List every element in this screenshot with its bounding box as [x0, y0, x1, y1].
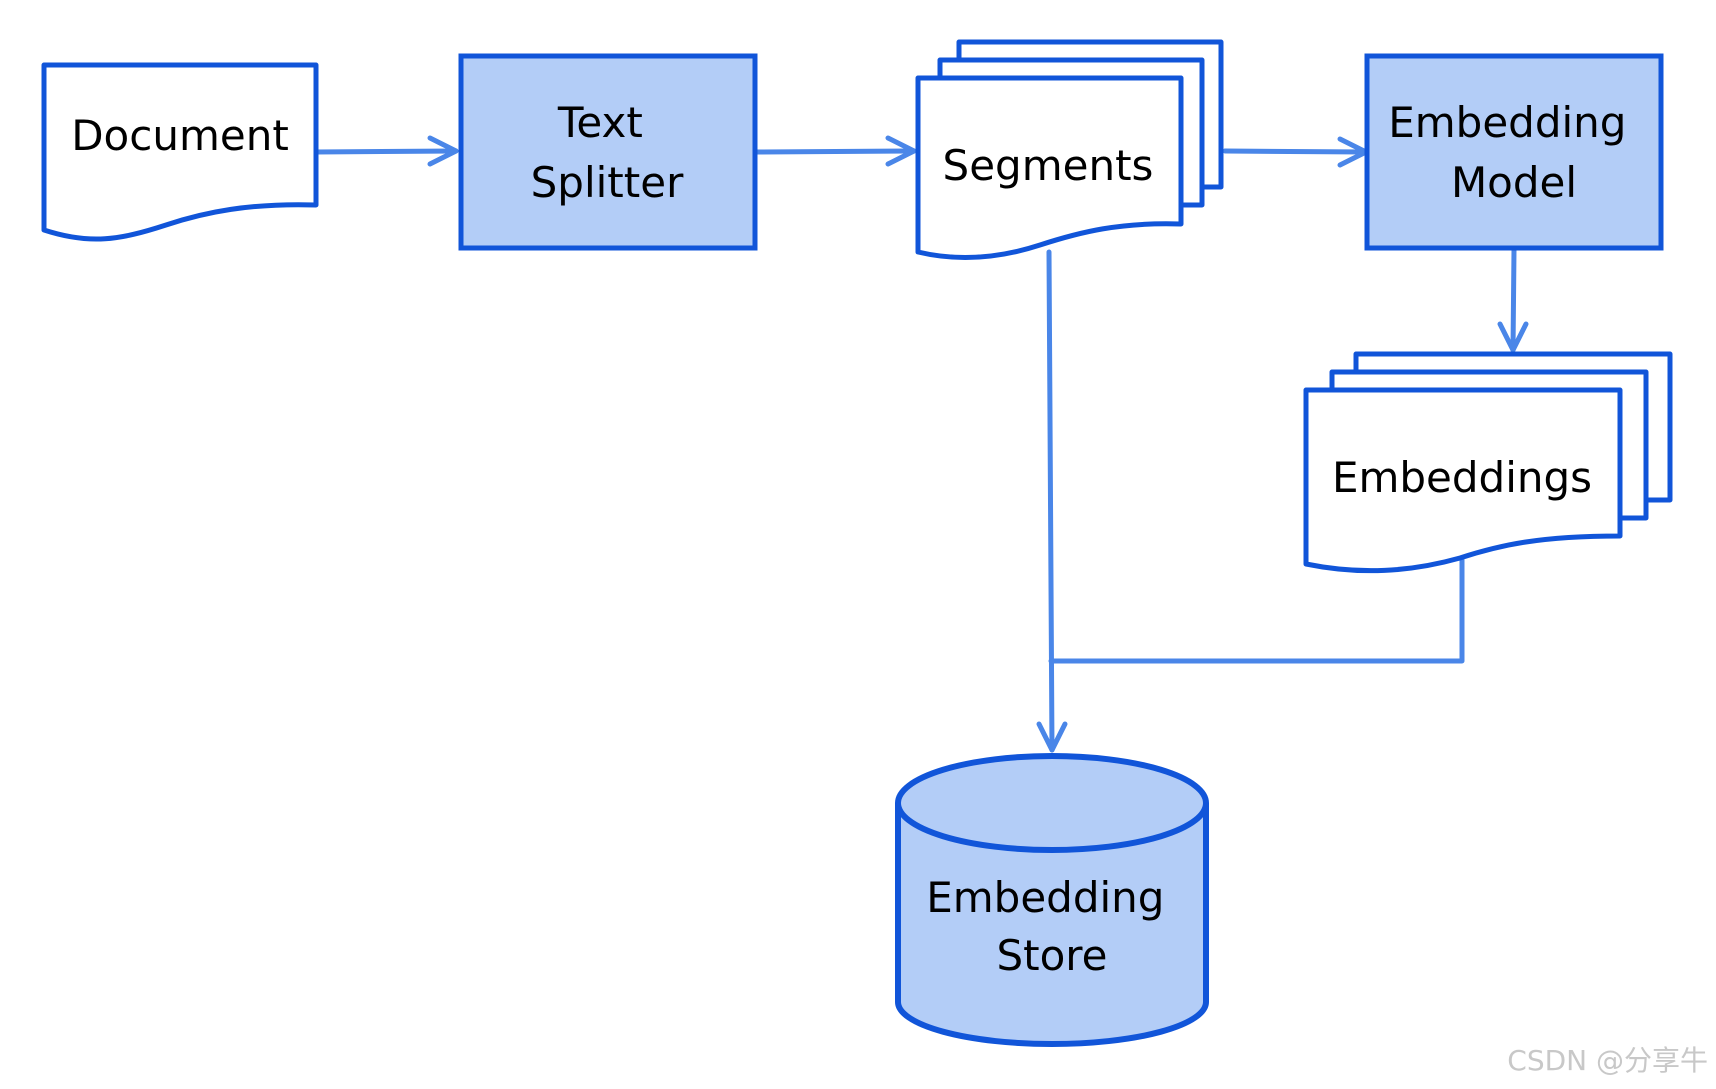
watermark: CSDN @分享牛 — [1507, 1044, 1708, 1077]
text-splitter-label-line-1: Text — [557, 98, 643, 147]
node-document: Document — [41, 62, 319, 242]
edge-embeddings-to-embedding-store — [1048, 557, 1465, 664]
embedding-store-body — [895, 803, 1209, 1047]
segments-sheet-front — [915, 75, 1184, 261]
text-splitter-label-line-2: Splitter — [531, 158, 684, 207]
embeddings-label: Embeddings — [1332, 453, 1592, 502]
node-embedding-store: Embedding Store — [895, 753, 1209, 1047]
node-embeddings: Embeddings — [1303, 351, 1673, 574]
svg-text:Embeddings: Embeddings — [1332, 453, 1592, 502]
svg-text:Embedding Model: Embedding Model — [1388, 98, 1640, 207]
edge-segments-to-embedding-store — [1036, 249, 1068, 753]
document-label: Document — [71, 111, 289, 160]
node-text-splitter: Text Splitter — [458, 53, 758, 251]
edge-embedding-model-to-embeddings — [1497, 247, 1529, 353]
svg-text:Document: Document — [71, 111, 289, 160]
svg-text:Segments: Segments — [943, 141, 1154, 190]
node-segments: Segments — [915, 39, 1224, 261]
embedding-store-label-line-2: Store — [996, 931, 1107, 980]
edge-segments-to-embedding-model — [1222, 136, 1369, 168]
edge-text-splitter-to-segments — [753, 135, 917, 167]
embedding-model-label-line-2: Model — [1451, 158, 1577, 207]
svg-text:Embedding Store: Embedding Store — [926, 873, 1178, 980]
embeddings-sheet-front — [1303, 387, 1623, 574]
svg-text:Text Splitter: Text Splitter — [531, 98, 684, 207]
embedding-model-label-line-1: Embedding — [1388, 98, 1626, 147]
edge-document-to-text-splitter — [313, 135, 459, 167]
embedding-store-label-line-1: Embedding — [926, 873, 1164, 922]
node-embedding-model: Embedding Model — [1364, 53, 1664, 251]
segments-label: Segments — [943, 141, 1154, 190]
embedding-store-top — [895, 753, 1209, 853]
